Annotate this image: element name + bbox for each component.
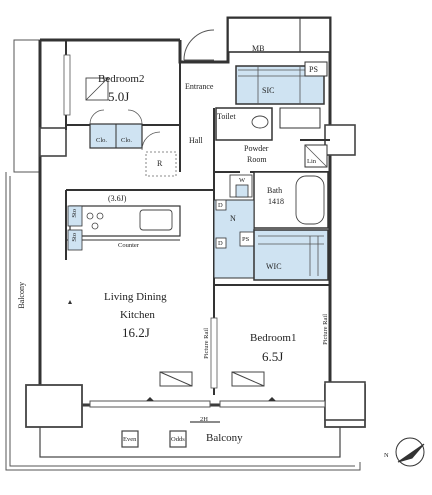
ldk-label-2: Kitchen xyxy=(120,309,155,321)
washer-box xyxy=(235,184,249,198)
entrance-door xyxy=(183,29,215,61)
bedroom1-size: 6.5J xyxy=(262,349,284,364)
ps2-label: PS xyxy=(242,236,250,243)
picture-rail-a: Picture Rail xyxy=(203,328,210,359)
sic-label: SIC xyxy=(262,86,275,95)
odds-label: Odds xyxy=(171,436,185,443)
bedroom2-size: 5.0J xyxy=(108,89,130,104)
bath-name: Bath xyxy=(267,186,283,195)
r-label: R xyxy=(157,159,163,168)
ac-units xyxy=(159,371,265,387)
kitchen-counter xyxy=(69,205,181,237)
sto-a-label: Sto xyxy=(71,209,78,218)
2h-label: 2H xyxy=(200,416,208,423)
bath-room xyxy=(253,171,329,229)
clo-b-label: Clo. xyxy=(121,137,133,144)
north-label: N xyxy=(384,452,389,459)
bath-size: 1418 xyxy=(268,197,284,206)
ps-label: PS xyxy=(309,65,318,74)
mb-label: MB xyxy=(252,44,265,53)
r-box xyxy=(145,151,177,177)
wic-label: WIC xyxy=(266,262,282,271)
toilet-room xyxy=(215,107,273,141)
ldk-size: 16.2J xyxy=(122,325,150,340)
bottom-windows xyxy=(89,400,326,408)
mb-room xyxy=(227,17,331,53)
lin-label: Lin xyxy=(307,158,317,165)
bedroom1-name: Bedroom1 xyxy=(250,332,297,344)
columns-right xyxy=(39,124,366,421)
d-a-label: D xyxy=(218,202,223,209)
ldk-label-1: Living Dining xyxy=(104,291,167,303)
w-label: W xyxy=(239,177,246,184)
n-label: N xyxy=(230,214,236,223)
balcony-side-label: Balcony xyxy=(17,282,26,309)
bedroom2-name: Bedroom2 xyxy=(98,73,145,85)
powder-label-2: Room xyxy=(247,155,267,164)
hall-label: Hall xyxy=(189,136,203,145)
kitchen-size: (3.6J) xyxy=(108,194,127,203)
kitchen-walls xyxy=(65,189,214,260)
d-b-label: D xyxy=(218,240,223,247)
storage-a xyxy=(67,205,83,227)
bathtub xyxy=(295,175,325,225)
balcony-bottom-label: Balcony xyxy=(206,432,243,444)
sto-b-label: Sto xyxy=(71,233,78,242)
even-label: Even xyxy=(123,436,137,443)
storage-b xyxy=(67,229,83,251)
entrance-label: Entrance xyxy=(185,82,214,91)
picture-rail-b: Picture Rail xyxy=(322,314,329,345)
bedroom2-window xyxy=(63,54,71,116)
powder-label-1: Powder xyxy=(244,144,269,153)
counter-label: Counter xyxy=(118,242,139,249)
window-arrows xyxy=(68,300,276,401)
north-arrow xyxy=(395,437,425,467)
wic-area xyxy=(253,229,329,281)
balcony-bottom xyxy=(25,384,366,458)
clo-a-label: Clo. xyxy=(96,137,108,144)
toilet-label: Toilet xyxy=(217,112,236,121)
